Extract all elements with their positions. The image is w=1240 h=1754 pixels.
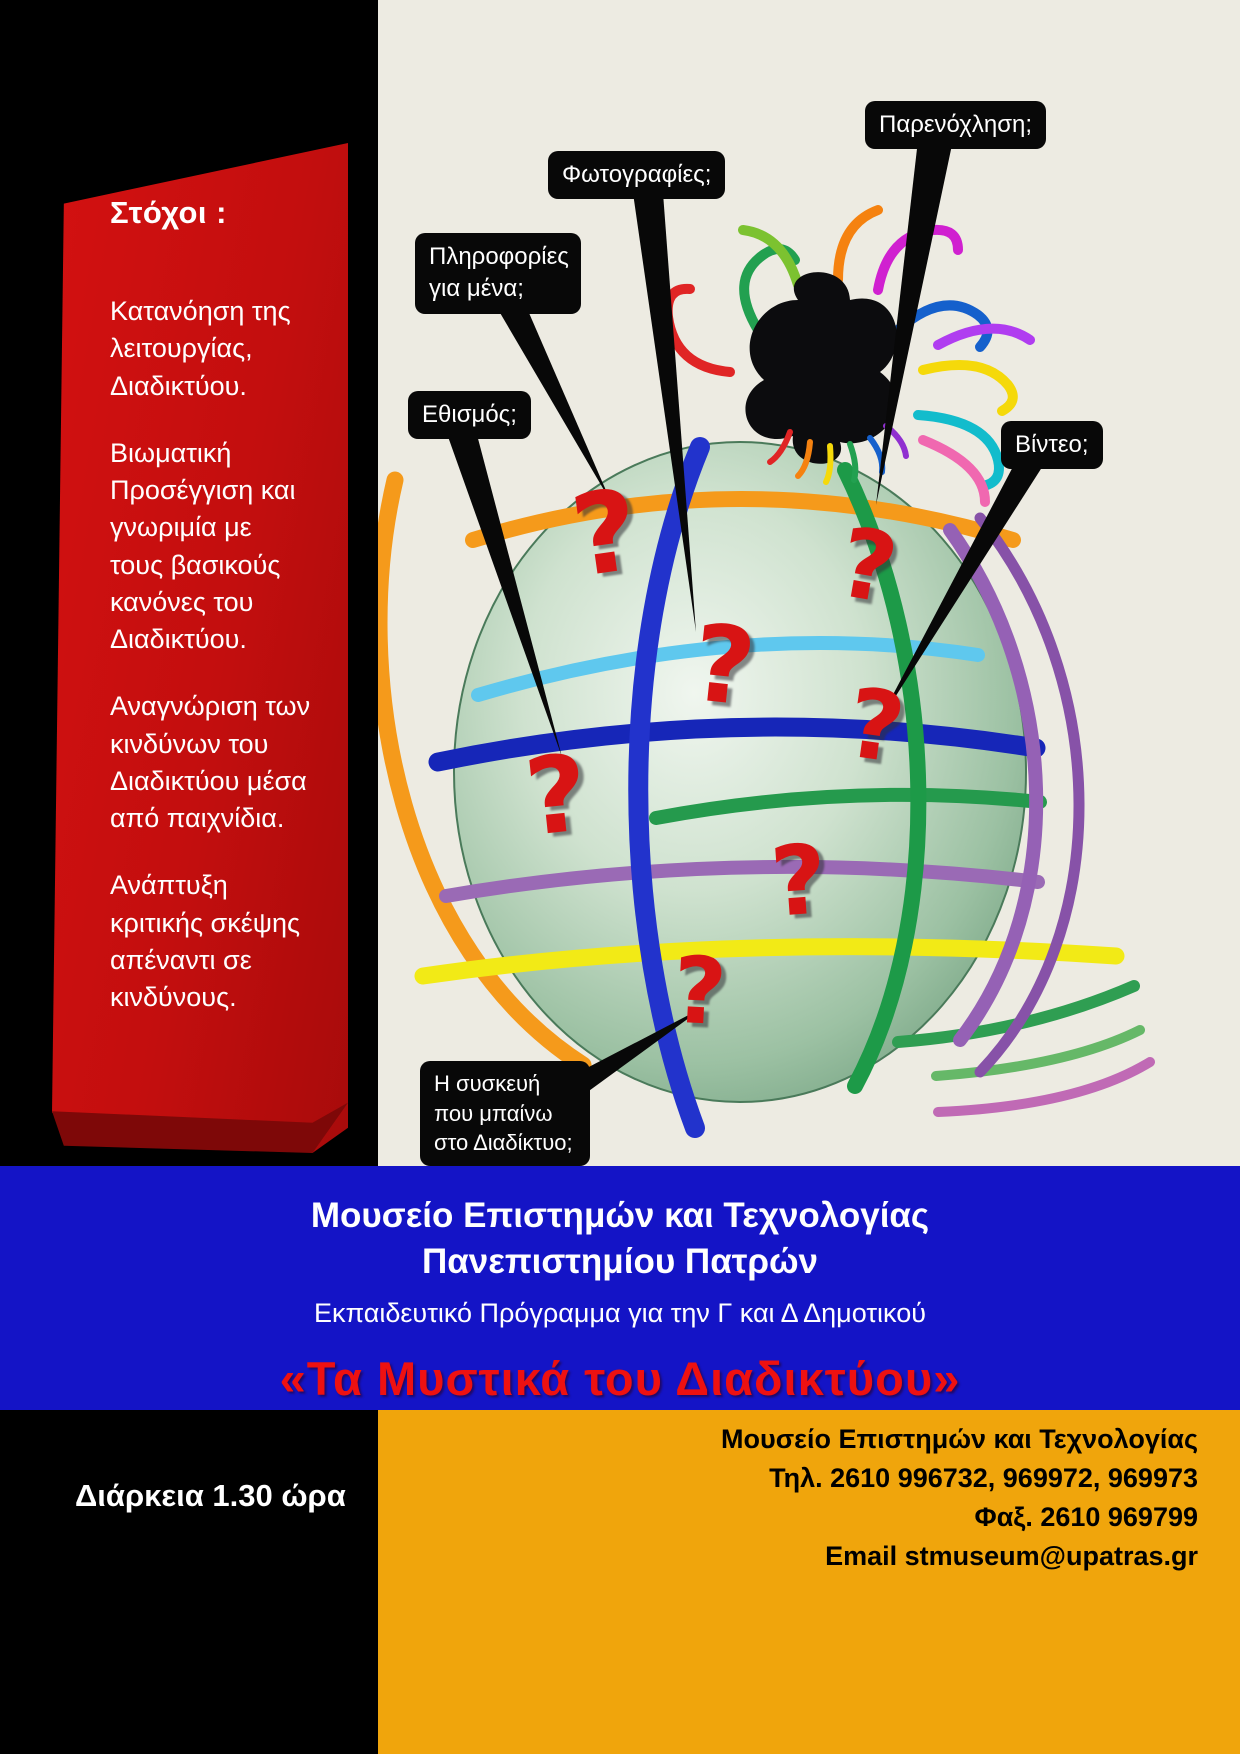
monster-body [745,272,897,464]
goals-ribbon: Στόχοι : Κατανόηση της λειτουργίας, Διαδ… [52,143,348,1153]
question-mark: ? [519,731,594,860]
callout-label: Φωτογραφίες; [562,161,712,188]
contact-line-fax: Φαξ. 2610 969799 [974,1502,1198,1533]
question-mark: ? [686,601,761,730]
program-title: «Τα Μυστικά του Διαδικτύου» [279,1352,961,1405]
goal-item: Κατανόηση της λειτουργίας, Διαδικτύου. [110,296,291,401]
illustration-panel: ? ? ? ? ? ? ? Παρενόχληση; Φωτογραφίες; … [378,0,1240,1166]
contact-block: Μουσείο Επιστημών και Τεχνολογίας Τηλ. 2… [378,1410,1240,1754]
goals-ribbon-face [52,143,348,1153]
banner-band: Μουσείο Επιστημών και Τεχνολογίας Πανεπι… [0,1166,1240,1410]
contact-line-email: Email stmuseum@upatras.gr [825,1541,1198,1572]
callout-label: Βίντεο; [1015,431,1089,458]
globe-sphere [453,441,1027,1103]
callout-personal-info: Πληροφορίες για μένα; [415,233,581,314]
callout-harassment: Παρενόχληση; [865,101,1047,150]
contact-line-museum: Μουσείο Επιστημών και Τεχνολογίας [721,1424,1198,1454]
goals-text-block: Στόχοι : Κατανόηση της λειτουργίας, Διαδ… [110,195,312,1046]
program-subtitle: Εκπαιδευτικό Πρόγραμμα για την Γ και Δ Δ… [314,1298,926,1328]
museum-name-line2: Πανεπιστημίου Πατρών [421,1242,819,1281]
contact-line-phone: Τηλ. 2610 996732, 969972, 969973 [769,1463,1198,1494]
callout-device: Η συσκευή που μπαίνω στο Διαδίκτυο; [420,1061,590,1166]
callout-addiction: Εθισμός; [408,391,531,440]
duration-text: Διάρκεια 1.30 ώρα [75,1478,346,1513]
callout-label: Παρενόχληση; [879,111,1033,138]
goals-title: Στόχοι : [110,195,227,230]
callout-tails [446,140,1046,1112]
callout-label: Πληροφορίες για μένα; [429,243,569,303]
goal-item: Αναγνώριση των κινδύνων του Διαδικτύου μ… [110,691,311,833]
callout-label: Η συσκευή που μπαίνω στο Διαδίκτυο; [434,1071,573,1156]
callout-video: Βίντεο; [1001,421,1103,470]
question-mark: ? [670,936,730,1047]
callout-photos: Φωτογραφίες; [548,151,726,200]
question-mark: ? [767,823,831,939]
goal-item: Ανάπτυξη κριτικής σκέψης απέναντι σε κιν… [110,870,301,1012]
museum-name-line1: Μουσείο Επιστημών και Τεχνολογίας [310,1196,930,1235]
callout-label: Εθισμός; [422,401,517,428]
globe-and-monster-graphic [378,140,1155,1138]
goal-item: Βιωματική Προσέγγιση και γνωριμία με του… [110,437,296,654]
monster-tentacles [662,205,1035,507]
